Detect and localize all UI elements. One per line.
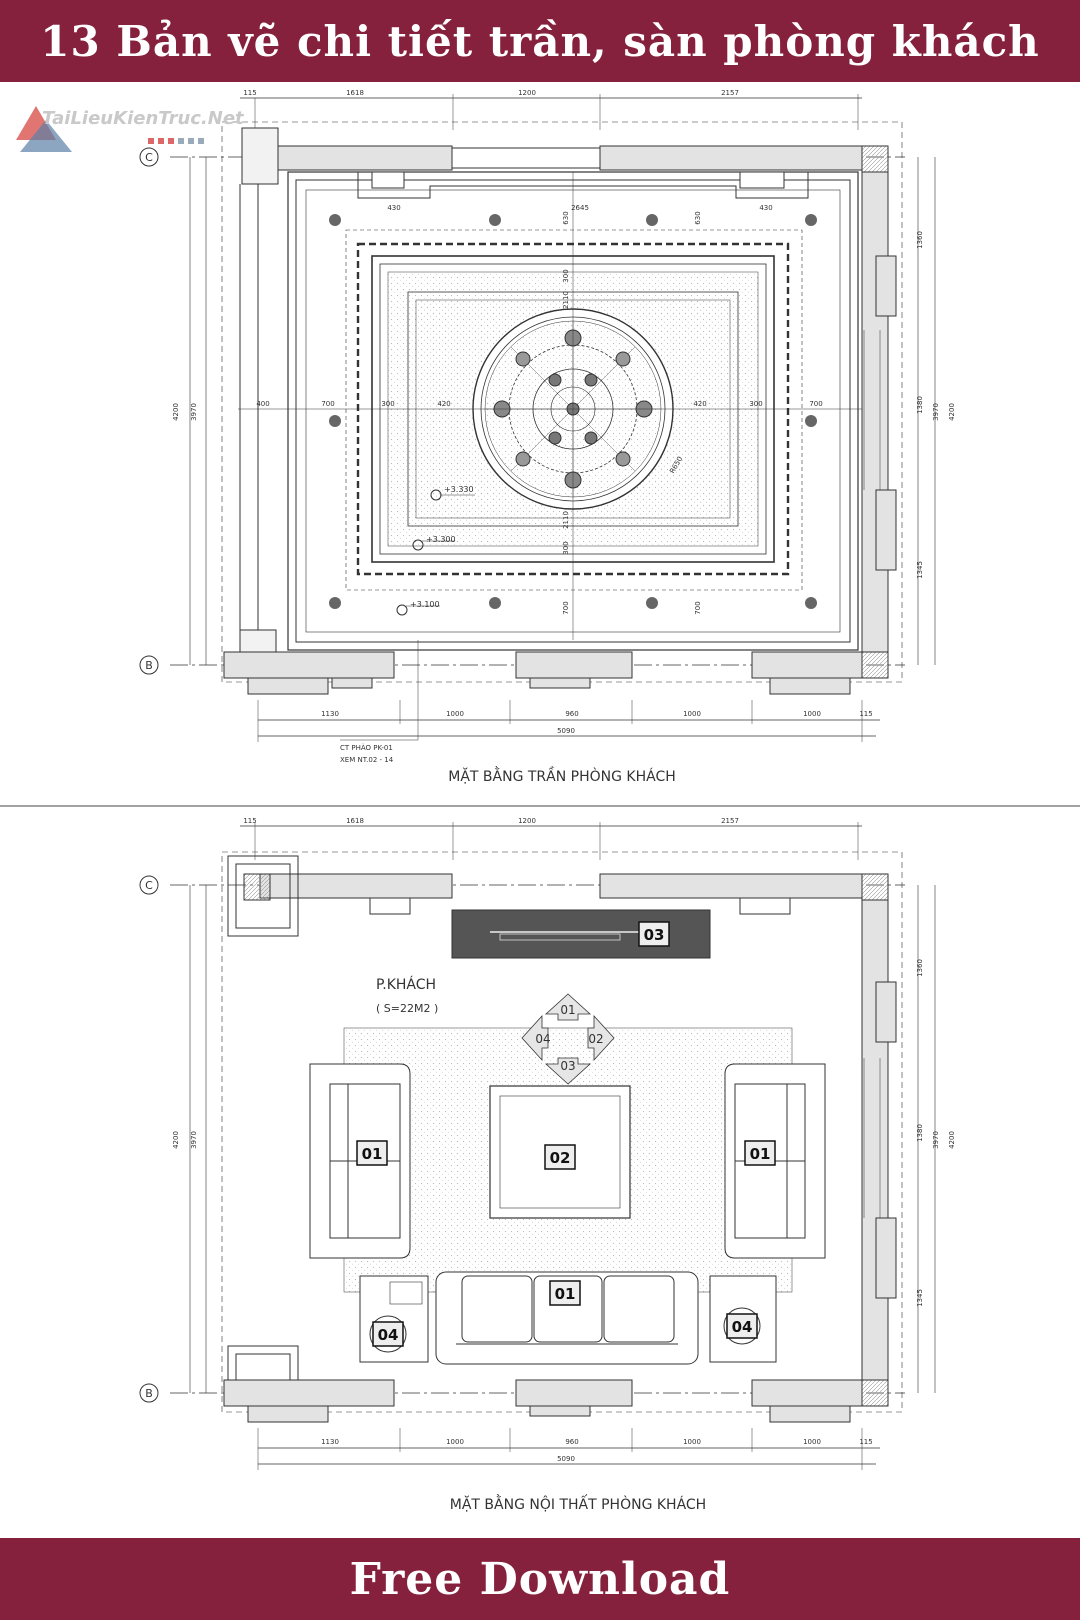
svg-text:4200: 4200 [948, 1131, 956, 1149]
svg-text:3970: 3970 [190, 403, 198, 421]
svg-text:115: 115 [243, 817, 256, 825]
axis-bubble-c-bottom: C [139, 875, 159, 895]
svg-text:420: 420 [693, 400, 706, 408]
level-label: +3.300 [426, 535, 456, 544]
download-banner[interactable]: Free Download [0, 1538, 1080, 1620]
downlights [329, 214, 817, 609]
tag-side-table-right: 04 [732, 1318, 753, 1336]
svg-text:1618: 1618 [346, 89, 364, 97]
level-label: +3.330 [444, 485, 474, 494]
svg-text:2157: 2157 [721, 817, 739, 825]
svg-text:960: 960 [565, 1438, 578, 1446]
side-table-left [359, 1275, 429, 1363]
drawing-canvas: C B 115 1618 1200 2157 1130 1000 960 100… [0, 89, 1080, 1513]
tag-sofa-right: 01 [750, 1145, 771, 1163]
svg-text:300: 300 [562, 541, 570, 554]
svg-text:03: 03 [560, 1059, 575, 1073]
svg-text:02: 02 [588, 1032, 603, 1046]
svg-text:2110: 2110 [562, 291, 570, 309]
download-label[interactable]: Free Download [349, 1553, 731, 1605]
svg-text:4200: 4200 [948, 403, 956, 421]
svg-text:C: C [145, 879, 153, 892]
detail-note: CT PHÀO PK-01 [340, 743, 393, 752]
floor-plan-title: MẶT BẰNG NỘI THẤT PHÒNG KHÁCH [450, 1494, 706, 1513]
svg-text:4200: 4200 [172, 403, 180, 421]
svg-text:5090: 5090 [557, 727, 575, 735]
drawing-stage: C B 115 1618 1200 2157 1130 1000 960 100… [0, 82, 1080, 1538]
svg-text:2157: 2157 [721, 89, 739, 97]
sofa-bottom [435, 1271, 699, 1365]
furniture-tags: 03 01 01 02 01 04 04 [356, 921, 776, 1347]
svg-text:1000: 1000 [683, 1438, 701, 1446]
svg-text:115: 115 [859, 710, 872, 718]
svg-text:400: 400 [256, 400, 269, 408]
axis-bubble-b-top: B [139, 655, 159, 675]
level-label: +3.100 [410, 600, 440, 609]
svg-text:1000: 1000 [683, 710, 701, 718]
svg-text:115: 115 [243, 89, 256, 97]
svg-text:1000: 1000 [803, 1438, 821, 1446]
svg-text:1000: 1000 [446, 1438, 464, 1446]
svg-text:420: 420 [437, 400, 450, 408]
svg-text:1130: 1130 [321, 710, 339, 718]
svg-text:1380: 1380 [916, 396, 924, 414]
svg-text:4200: 4200 [172, 1131, 180, 1149]
svg-text:630: 630 [694, 211, 702, 224]
watermark-text: TaiLieuKienTruc.Net [42, 108, 245, 129]
svg-text:1200: 1200 [518, 89, 536, 97]
tag-side-table-left: 04 [378, 1326, 399, 1344]
svg-text:C: C [145, 151, 153, 164]
tag-tv-unit: 03 [644, 926, 665, 944]
svg-text:630: 630 [562, 211, 570, 224]
svg-text:3970: 3970 [190, 1131, 198, 1149]
svg-text:1345: 1345 [916, 1289, 924, 1307]
svg-text:1380: 1380 [916, 1124, 924, 1142]
detail-note: XEM NT.02 - 14 [340, 756, 394, 764]
svg-text:3970: 3970 [932, 403, 940, 421]
svg-text:5090: 5090 [557, 1455, 575, 1463]
svg-text:3970: 3970 [932, 1131, 940, 1149]
room-area: ( S=22M2 ) [376, 1002, 438, 1015]
svg-text:300: 300 [562, 269, 570, 282]
svg-text:700: 700 [562, 601, 570, 614]
svg-text:1618: 1618 [346, 817, 364, 825]
room-name: P.KHÁCH [376, 976, 436, 993]
svg-text:115: 115 [859, 1438, 872, 1446]
svg-text:1345: 1345 [916, 561, 924, 579]
ceiling-plan-title: MẶT BẰNG TRẦN PHÒNG KHÁCH [448, 766, 676, 785]
svg-text:1000: 1000 [803, 710, 821, 718]
svg-text:2645: 2645 [571, 204, 589, 212]
compass-labels: 01 02 03 04 [535, 1003, 603, 1073]
svg-text:430: 430 [387, 204, 400, 212]
svg-text:1130: 1130 [321, 1438, 339, 1446]
svg-text:1360: 1360 [916, 231, 924, 249]
axis-bubble-c-top: C [139, 147, 159, 167]
page-title: 13 Bản vẽ chi tiết trần, sàn phòng khách [40, 16, 1040, 66]
tag-coffee-table: 02 [550, 1149, 571, 1167]
svg-text:B: B [145, 659, 153, 672]
svg-text:430: 430 [759, 204, 772, 212]
svg-text:960: 960 [565, 710, 578, 718]
svg-text:2110: 2110 [562, 511, 570, 529]
watermark-logo: TaiLieuKienTruc.Net [16, 100, 256, 160]
tag-sofa-left: 01 [362, 1145, 383, 1163]
svg-text:04: 04 [535, 1032, 550, 1046]
ceiling-plan [170, 94, 936, 742]
svg-text:700: 700 [694, 601, 702, 614]
svg-text:700: 700 [809, 400, 822, 408]
svg-text:700: 700 [321, 400, 334, 408]
title-banner: 13 Bản vẽ chi tiết trần, sàn phòng khách [0, 0, 1080, 82]
svg-text:1200: 1200 [518, 817, 536, 825]
axis-bubble-b-bottom: B [139, 1383, 159, 1403]
svg-text:01: 01 [560, 1003, 575, 1017]
svg-text:1360: 1360 [916, 959, 924, 977]
floor-dimensions: 115 1618 1200 2157 1130 1000 960 1000 10… [172, 817, 956, 1463]
svg-text:300: 300 [749, 400, 762, 408]
view-direction-compass [521, 993, 615, 1085]
svg-text:300: 300 [381, 400, 394, 408]
svg-text:B: B [145, 1387, 153, 1400]
svg-text:1000: 1000 [446, 710, 464, 718]
ceiling-dimensions: 115 1618 1200 2157 1130 1000 960 1000 10… [172, 89, 956, 764]
tag-sofa-bottom: 01 [555, 1285, 576, 1303]
